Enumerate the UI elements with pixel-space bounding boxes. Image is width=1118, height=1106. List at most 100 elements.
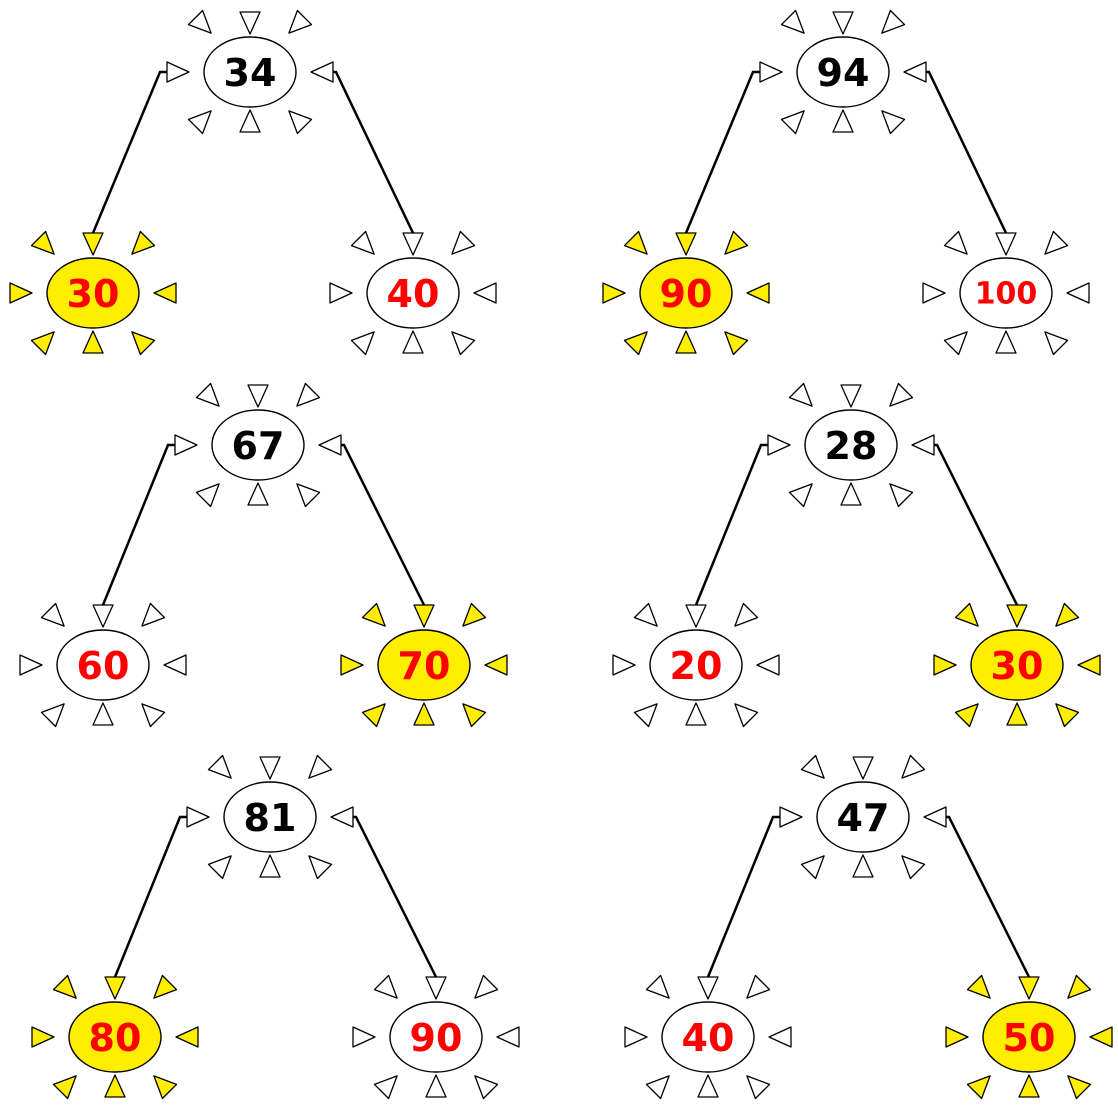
tree-4-right-sun-ray [1006, 702, 1028, 726]
tree-4-parent-sun-ray [840, 384, 862, 408]
tree-1-right-sun-ray [350, 230, 375, 255]
tree-5-right-sun-ray [474, 1075, 499, 1100]
tree-4-parent-sun-value: 28 [825, 424, 878, 468]
tree-4-left-sun-ray [685, 604, 707, 628]
tree-5-right-sun-ray [425, 976, 447, 1000]
tree-2-parent-sun-ray [832, 109, 854, 133]
tree-1-right-sun-body [366, 257, 460, 329]
tree-6-left-sun-ray [697, 1074, 719, 1098]
tree-4-parent-sun-ray [889, 382, 914, 407]
tree-6-left-sun-ray [746, 974, 771, 999]
tree-2-right-sun-value: 100 [975, 277, 1038, 312]
tree-5-left-sun-value: 80 [89, 1016, 142, 1060]
tree-5-right-sun-ray [496, 1026, 520, 1048]
tree-2-parent-sun-ray [780, 110, 805, 135]
tree-2-right-sun-ray [1044, 230, 1069, 255]
tree-1-parent-sun-ray [187, 110, 212, 135]
tree-3-right-sun: 70 [340, 602, 508, 728]
tree-1-right-sun-ray [473, 282, 497, 304]
tree-5-right-sun-ray [373, 1075, 398, 1100]
tree-4-right-sun-ray [933, 654, 957, 676]
tree-4-parent-sun-ray [911, 434, 935, 456]
tree-3-parent-sun-ray [318, 434, 342, 456]
tree-2-right-sun-ray [1066, 282, 1090, 304]
tree-5-left-sun-ray [104, 976, 126, 1000]
tree-4-right-sun-ray [1055, 703, 1080, 728]
tree-3-left-sun-ray [141, 703, 166, 728]
tree-2-left-sun-ray [724, 331, 749, 356]
tree-3-right-sun-ray [340, 654, 364, 676]
tree-4-left-sun-ray [633, 703, 658, 728]
tree-4-parent-sun: 28 [767, 382, 935, 508]
tree-5-right-sun-ray [425, 1074, 447, 1098]
tree-4-right-connector [926, 443, 1019, 607]
tree-4-right-sun-ray [954, 703, 979, 728]
tree-6-parent-sun-ray [901, 754, 926, 779]
tree-5-right-sun-body [389, 1001, 483, 1073]
tree-3-parent-sun-ray [296, 483, 321, 508]
tree-6-left-sun-body [661, 1001, 755, 1073]
tree-3-parent-sun-ray [247, 482, 269, 506]
tree-3-parent-sun-value: 67 [232, 424, 285, 468]
tree-2-left-sun-value: 90 [660, 272, 713, 316]
tree-4-left-sun: 20 [612, 602, 780, 728]
tree-1-left-sun-ray [153, 282, 177, 304]
tree-3-right-sun-body [377, 629, 471, 701]
tree-4-parent-sun-ray [840, 482, 862, 506]
tree-3-right-sun-ray [361, 703, 386, 728]
tree-5-parent-sun-ray [259, 756, 281, 780]
tree-4-right-sun: 30 [933, 602, 1101, 728]
tree-1-left-sun: 30 [9, 230, 177, 356]
tree-4-left-sun-ray [734, 602, 759, 627]
tree-3-right-connector [333, 443, 426, 607]
tree-5-parent-sun: 81 [186, 754, 354, 880]
tree-2-right-sun-ray [1044, 331, 1069, 356]
tree-1-left-sun-ray [82, 232, 104, 256]
tree-2-parent-sun-ray [780, 9, 805, 34]
tree-4-right-sun-ray [1077, 654, 1101, 676]
tree-6-right-sun-ray [1018, 976, 1040, 1000]
tree-2-left-sun-ray [724, 230, 749, 255]
tree-5-parent-sun-ray [207, 855, 232, 880]
tree-2-right-sun-ray [995, 330, 1017, 354]
tree-5-right-connector [345, 815, 438, 979]
tree-3-left-sun-ray [92, 604, 114, 628]
tree-5-right-sun-ray [352, 1026, 376, 1048]
tree-1-left-sun-ray [131, 331, 156, 356]
tree-2-parent-sun-ray [832, 11, 854, 35]
tree-1-left-sun-ray [9, 282, 33, 304]
tree-1-parent-sun-ray [187, 9, 212, 34]
tree-2-parent-sun-body [796, 36, 890, 108]
tree-4-left-sun-ray [633, 602, 658, 627]
tree-5-parent-sun-body [223, 781, 317, 853]
tree-6-right-sun-ray [1018, 1074, 1040, 1098]
tree-3-parent-sun: 67 [174, 382, 342, 508]
tree-2-left-sun-ray [623, 331, 648, 356]
tree-1-right-sun-ray [329, 282, 353, 304]
tree-3-parent-sun-ray [247, 384, 269, 408]
tree-5-parent-sun-value: 81 [244, 796, 297, 840]
tree-6-parent-sun-body [816, 781, 910, 853]
tree-4-right-sun-body [970, 629, 1064, 701]
tree-2-left-sun-body [639, 257, 733, 329]
tree-4-left-sun-ray [685, 702, 707, 726]
tree-6-parent-sun-ray [852, 854, 874, 878]
tree-1-parent-sun-ray [288, 9, 313, 34]
tree-6-parent-sun-ray [800, 754, 825, 779]
tree-6-parent-sun-ray [779, 806, 803, 828]
tree-1-left-sun-body [46, 257, 140, 329]
tree-4-left-sun-ray [756, 654, 780, 676]
tree-6-left-sun-value: 40 [682, 1016, 735, 1060]
tree-2-parent-sun-value: 94 [817, 51, 870, 95]
tree-5-left-sun-body [68, 1001, 162, 1073]
tree-1-right-sun-value: 40 [387, 272, 440, 316]
tree-6-parent-sun-ray [800, 855, 825, 880]
tree-2-parent-sun-ray [759, 61, 783, 83]
tree-2-right-connector [918, 70, 1008, 235]
tree-2-left-sun-ray [675, 232, 697, 256]
tree-6-right-sun-ray [1089, 1026, 1113, 1048]
tree-4-left-sun-value: 20 [670, 644, 723, 688]
tree-5-left-connector [113, 815, 195, 979]
